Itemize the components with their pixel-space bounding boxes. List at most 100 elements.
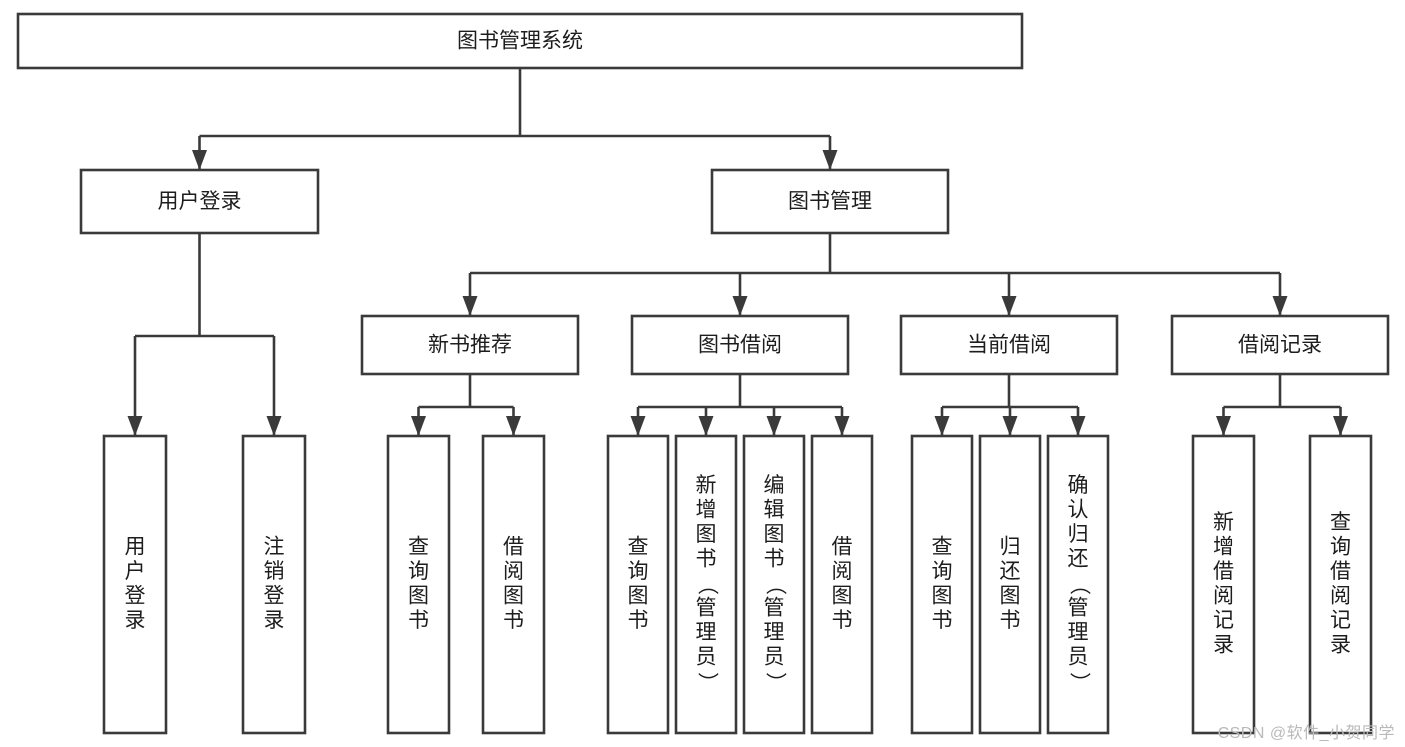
node-current-borrow[interactable]: 当前借阅 [899, 314, 1119, 376]
svg-text:增: 增 [696, 499, 717, 522]
arrow-head-icon [698, 416, 714, 436]
svg-text:书: 书 [932, 609, 953, 632]
svg-text:理: 理 [696, 621, 717, 644]
svg-text:员: 员 [696, 646, 717, 669]
svg-text:图: 图 [932, 584, 953, 607]
svg-text:）: ） [763, 672, 786, 693]
svg-text:用: 用 [125, 535, 146, 558]
node-box-query-book-1 [386, 434, 451, 735]
node-box-user-logout [241, 434, 307, 735]
svg-text:阅: 阅 [1213, 584, 1234, 607]
svg-text:图: 图 [832, 584, 853, 607]
arrow-head-icon [1216, 416, 1231, 436]
node-box-borrow-book-2 [810, 434, 874, 735]
svg-text:图: 图 [696, 523, 717, 546]
node-box-query-borrow-record [1308, 434, 1373, 735]
arrow-head-icon [934, 416, 950, 436]
svg-text:还: 还 [1068, 548, 1089, 571]
arrow-head-icon [266, 416, 282, 436]
arrow-head-icon [630, 416, 646, 436]
svg-text:阅: 阅 [832, 560, 853, 583]
svg-text:记: 记 [1330, 609, 1351, 632]
svg-text:图: 图 [628, 584, 649, 607]
svg-text:销: 销 [264, 560, 285, 583]
svg-text:理: 理 [1068, 621, 1089, 644]
svg-text:（: （ [695, 574, 718, 595]
svg-text:员: 员 [764, 646, 785, 669]
svg-text:员: 员 [1068, 646, 1089, 669]
svg-text:录: 录 [1330, 633, 1351, 656]
arrow-head-icon [1001, 296, 1017, 316]
node-book-borrow[interactable]: 图书借阅 [630, 314, 850, 376]
svg-text:录: 录 [125, 609, 146, 632]
svg-text:书: 书 [408, 609, 429, 632]
svg-text:书: 书 [764, 548, 785, 571]
svg-text:归: 归 [1068, 523, 1089, 546]
svg-text:阅: 阅 [503, 560, 524, 583]
svg-text:管: 管 [696, 597, 717, 620]
node-label-user-login-do: 用户登录 [125, 535, 146, 632]
svg-text:）: ） [695, 672, 718, 693]
node-label-current-borrow: 当前借阅 [967, 334, 1051, 357]
node-root[interactable]: 图书管理系统 [16, 12, 1024, 70]
node-borrow-records[interactable]: 借阅记录 [1170, 314, 1390, 376]
node-box-add-book [674, 434, 738, 735]
svg-text:新: 新 [696, 474, 717, 497]
arrow-head-icon [732, 296, 748, 316]
svg-text:登: 登 [264, 584, 285, 607]
arrow-head-icon [411, 416, 426, 436]
arrow-head-icon [834, 416, 850, 436]
svg-text:（: （ [763, 574, 786, 595]
svg-text:记: 记 [1213, 609, 1234, 632]
node-box-user-login-do [102, 434, 168, 735]
node-book-management[interactable]: 图书管理 [710, 168, 950, 235]
svg-text:书: 书 [1000, 609, 1021, 632]
svg-text:借: 借 [832, 535, 853, 558]
node-label-new-book-recommend: 新书推荐 [428, 334, 512, 357]
svg-text:借: 借 [1213, 560, 1234, 583]
arrow-head-icon [192, 150, 207, 170]
node-user-login-do[interactable]: 用户登录 [102, 434, 168, 735]
node-box-query-book-3 [910, 434, 974, 735]
arrow-head-icon [822, 150, 838, 170]
svg-text:还: 还 [1000, 560, 1021, 583]
svg-text:登: 登 [125, 584, 146, 607]
svg-text:认: 认 [1068, 499, 1089, 522]
svg-text:询: 询 [1330, 535, 1351, 558]
svg-text:书: 书 [832, 609, 853, 632]
svg-text:书: 书 [503, 609, 524, 632]
svg-text:图: 图 [1000, 584, 1021, 607]
node-box-confirm-return [1046, 434, 1110, 735]
svg-text:询: 询 [932, 560, 953, 583]
svg-text:书: 书 [696, 548, 717, 571]
svg-text:增: 增 [1213, 535, 1234, 558]
arrow-head-icon [766, 416, 782, 436]
svg-text:借: 借 [1330, 560, 1351, 583]
node-label-root: 图书管理系统 [457, 30, 583, 53]
svg-text:图: 图 [503, 584, 524, 607]
svg-text:查: 查 [628, 535, 649, 558]
node-new-book-recommend[interactable]: 新书推荐 [360, 314, 580, 376]
svg-text:查: 查 [932, 535, 953, 558]
node-user-login[interactable]: 用户登录 [79, 168, 320, 235]
